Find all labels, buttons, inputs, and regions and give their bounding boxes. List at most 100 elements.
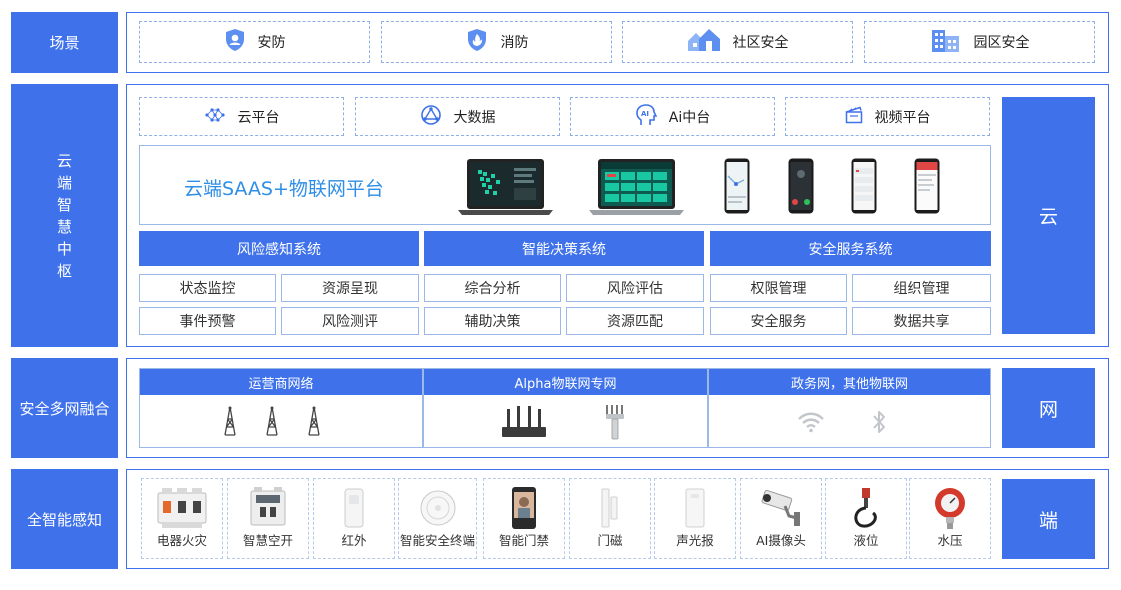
alarm-icon: [655, 485, 735, 531]
scene-row-label: 场景: [11, 12, 118, 73]
sub-item[interactable]: 安全服务: [710, 307, 847, 335]
device-label: 声光报: [676, 533, 714, 548]
sub-item[interactable]: 权限管理: [710, 274, 847, 302]
network-alpha[interactable]: Alpha物联网专网: [423, 368, 708, 448]
platform-ai[interactable]: AI Ai中台: [570, 97, 775, 136]
network-header: 运营商网络: [140, 369, 422, 395]
phone-call-image: [788, 158, 814, 214]
houses-icon: [687, 28, 721, 56]
sub-item-label: 风险评估: [607, 281, 663, 297]
cloud-row-char: 慧: [56, 217, 72, 236]
level-sensor-icon: [826, 485, 906, 531]
platform-cloud[interactable]: 云平台: [139, 97, 344, 136]
device-label: 红外: [341, 533, 367, 548]
network-title: 政务网，其他物联网: [790, 376, 908, 392]
sub-item[interactable]: 事件预警: [139, 307, 276, 335]
sub-item-label: 安全服务: [750, 314, 807, 330]
phone-map-image: [724, 158, 750, 214]
sub-item[interactable]: 组织管理: [852, 274, 991, 302]
sub-item-label: 辅助决策: [464, 314, 521, 330]
fire-shield-icon: [465, 28, 489, 56]
sub-item[interactable]: 风险测评: [281, 307, 419, 335]
wifi-icon: [797, 411, 825, 437]
side-label-text: 云: [1038, 206, 1058, 228]
router-icon: [500, 405, 548, 443]
network-title: 运营商网络: [248, 376, 314, 392]
side-label-cloud: 云: [1002, 97, 1095, 334]
device-label: 智能门禁: [498, 533, 549, 548]
scene-community[interactable]: 社区安全: [622, 21, 853, 63]
bluetooth-icon: [871, 409, 887, 439]
network-carrier[interactable]: 运营商网络: [139, 368, 423, 448]
pressure-gauge-icon: [910, 485, 990, 531]
network-header: 政务网，其他物联网: [709, 369, 990, 395]
device-label: 液位: [853, 533, 879, 548]
device-card[interactable]: 液位: [825, 478, 907, 559]
sub-item[interactable]: 辅助决策: [424, 307, 561, 335]
device-row-label-text: 全智能感知: [26, 510, 102, 529]
device-row-label: 全智能感知: [11, 469, 118, 569]
device-card[interactable]: 水压: [909, 478, 991, 559]
infrared-sensor-icon: [314, 485, 394, 531]
side-label-device: 端: [1002, 479, 1095, 559]
platform-video[interactable]: 视频平台: [785, 97, 990, 136]
cloud-row-char: 云: [56, 151, 72, 170]
system-title: 智能决策系统: [522, 241, 606, 258]
device-card[interactable]: 红外: [313, 478, 395, 559]
network-government[interactable]: 政务网，其他物联网: [708, 368, 991, 448]
ai-head-icon: AI: [635, 103, 658, 131]
device-card[interactable]: 电器火灾: [141, 478, 223, 559]
cloud-row-char: 枢: [56, 261, 72, 280]
device-label: 智慧空开: [242, 533, 293, 548]
platform-bigdata[interactable]: 大数据: [355, 97, 560, 136]
system-risk-perception[interactable]: 风险感知系统: [139, 231, 419, 266]
scene-xiaofang[interactable]: 消防: [381, 21, 612, 63]
sub-item[interactable]: 综合分析: [424, 274, 561, 302]
network-title: Alpha物联网专网: [514, 376, 617, 392]
smart-breaker-icon: [228, 485, 308, 531]
system-smart-decision[interactable]: 智能决策系统: [424, 231, 704, 266]
scene-label: 安防: [257, 35, 286, 51]
device-card[interactable]: 门磁: [569, 478, 651, 559]
network-row-label: 安全多网融合: [11, 358, 118, 458]
shield-user-icon: [224, 28, 246, 56]
antenna-icon: [604, 403, 628, 445]
sub-item[interactable]: 状态监控: [139, 274, 276, 302]
device-card[interactable]: 智能门禁: [483, 478, 565, 559]
sub-item[interactable]: 风险评估: [566, 274, 704, 302]
cloud-row-char: 中: [56, 239, 72, 258]
sub-item-label: 权限管理: [750, 281, 807, 297]
sub-item[interactable]: 资源匹配: [566, 307, 704, 335]
door-sensor-icon: [570, 485, 650, 531]
side-label-network: 网: [1002, 368, 1095, 448]
sub-item[interactable]: 资源呈现: [281, 274, 419, 302]
phone-form-image: [914, 158, 940, 214]
platform-label: 大数据: [453, 109, 496, 126]
face-access-icon: [484, 485, 564, 531]
device-card[interactable]: 智能安全终端: [398, 478, 477, 559]
cloud-row-char: 端: [56, 173, 72, 192]
platform-label: 视频平台: [874, 109, 931, 126]
camera-icon: [741, 485, 821, 531]
device-label: 门磁: [597, 533, 623, 548]
sub-item-label: 资源匹配: [607, 314, 663, 330]
scene-label: 园区安全: [973, 35, 1030, 51]
device-card[interactable]: 声光报: [654, 478, 736, 559]
system-security-service[interactable]: 安全服务系统: [710, 231, 991, 266]
cloud-network-icon: [204, 106, 226, 128]
scene-row-label-text: 场景: [49, 34, 80, 52]
phone-list-image: [851, 158, 877, 214]
scene-anfang[interactable]: 安防: [139, 21, 370, 63]
buildings-icon: [930, 27, 962, 57]
sub-item-label: 资源呈现: [322, 281, 378, 297]
scene-park[interactable]: 园区安全: [864, 21, 1095, 63]
system-title: 风险感知系统: [237, 241, 321, 258]
sub-item[interactable]: 数据共享: [852, 307, 991, 335]
device-label: 智能安全终端: [399, 533, 475, 548]
sub-item-label: 状态监控: [179, 281, 236, 297]
smoke-detector-icon: [399, 485, 476, 531]
device-card[interactable]: AI摄像头: [740, 478, 822, 559]
device-card[interactable]: 智慧空开: [227, 478, 309, 559]
sub-item-label: 事件预警: [179, 314, 236, 330]
sub-item-label: 组织管理: [893, 281, 950, 297]
